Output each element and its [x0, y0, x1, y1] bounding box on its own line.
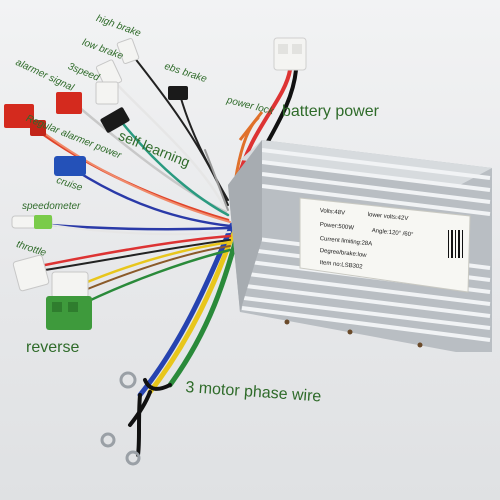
label-battery-power: battery power: [282, 103, 379, 120]
ring-terminals: [100, 371, 141, 466]
controller-housing: [228, 140, 492, 352]
speed3-connector: [56, 81, 119, 114]
alarmer-signal-connector: [4, 104, 46, 136]
battery-connector: [273, 37, 307, 71]
label-reverse: reverse: [26, 339, 80, 356]
reverse-connector: [46, 296, 92, 330]
wire-harness: [28, 51, 298, 457]
ebs-brake-connector: [168, 86, 188, 100]
speedometer-connector: [11, 215, 53, 229]
label-speedometer: speedometer: [22, 201, 81, 212]
self-learning-connector: [100, 107, 130, 133]
high-brake-connector: [116, 37, 140, 65]
cruise-connector: [54, 156, 86, 176]
throttle-connector: [12, 254, 89, 299]
